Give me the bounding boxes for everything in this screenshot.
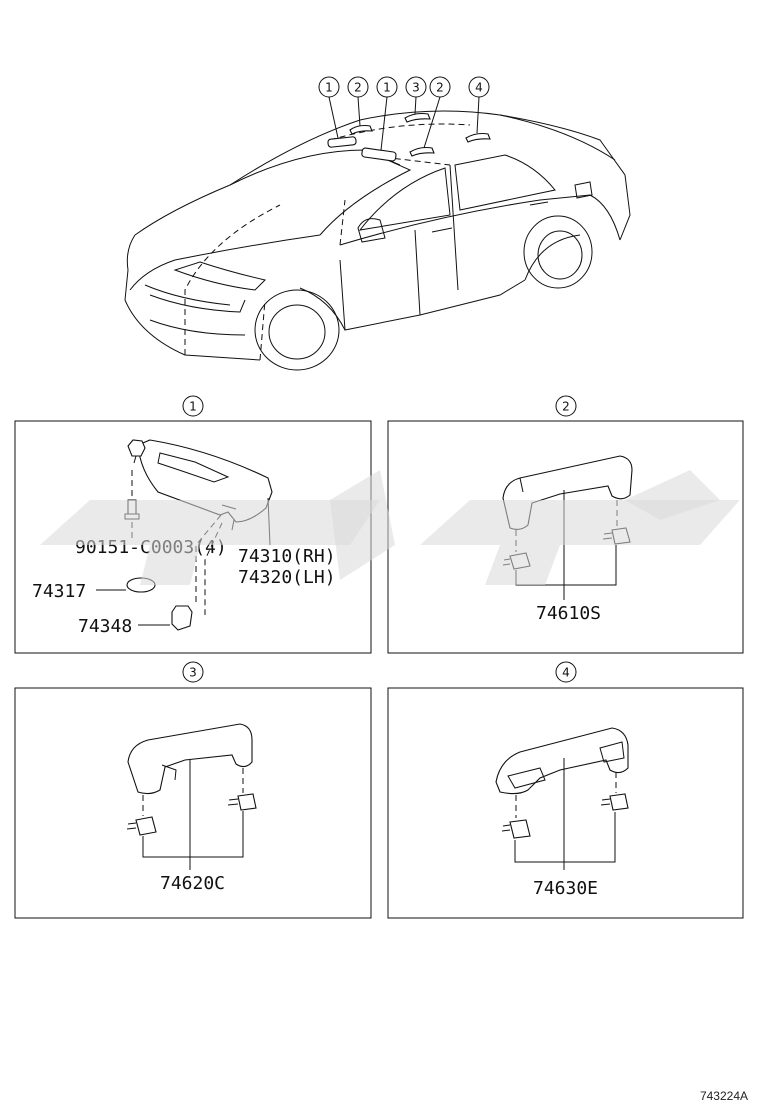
grip-clip-right	[609, 793, 629, 811]
grip-clip-right	[237, 793, 257, 811]
label-grip-part-no: 74610S	[536, 603, 601, 624]
panel-4-number: 4	[562, 666, 570, 680]
label-holder: 74348	[78, 616, 132, 637]
overview-callout-4: 4	[468, 76, 490, 98]
panel-3-frame	[14, 687, 372, 919]
callout-number: 4	[475, 81, 483, 95]
overview-callout-1a: 1	[318, 76, 340, 98]
watermark-logo	[40, 470, 740, 585]
label-visor-lh: 74320(LH)	[238, 567, 336, 588]
overview-callout-2a: 2	[347, 76, 369, 98]
overview-callout-2b: 2	[429, 76, 451, 98]
panel-3-number: 3	[189, 666, 197, 680]
diagram-reference-code: 743224A	[700, 1089, 748, 1103]
overview-callout-1b: 1	[376, 76, 398, 98]
grip-clip-left	[509, 819, 531, 839]
panel-4-frame	[387, 687, 744, 919]
panel-2-number: 2	[562, 400, 570, 414]
label-visor-rh: 74310(RH)	[238, 546, 336, 567]
grip-clip-left	[135, 816, 157, 836]
label-bracket: 74317	[32, 581, 86, 602]
callout-number: 1	[383, 81, 391, 95]
assist-grip-hook	[495, 727, 629, 795]
label-grip-part-no: 74620C	[160, 873, 225, 894]
callout-number: 1	[325, 81, 333, 95]
assist-grip-rear	[127, 723, 253, 795]
visor-holder	[171, 605, 193, 631]
panel-3: 3 74620C	[14, 661, 372, 919]
overview-callout-3: 3	[405, 76, 427, 98]
callout-number: 2	[354, 81, 362, 95]
label-grip-part-no: 74630E	[533, 878, 598, 899]
panel-1-number: 1	[189, 400, 197, 414]
callout-number: 3	[412, 81, 420, 95]
callout-number: 2	[436, 81, 444, 95]
panel-4: 4 74630E	[387, 661, 744, 919]
car-overview-illustration	[124, 96, 631, 371]
